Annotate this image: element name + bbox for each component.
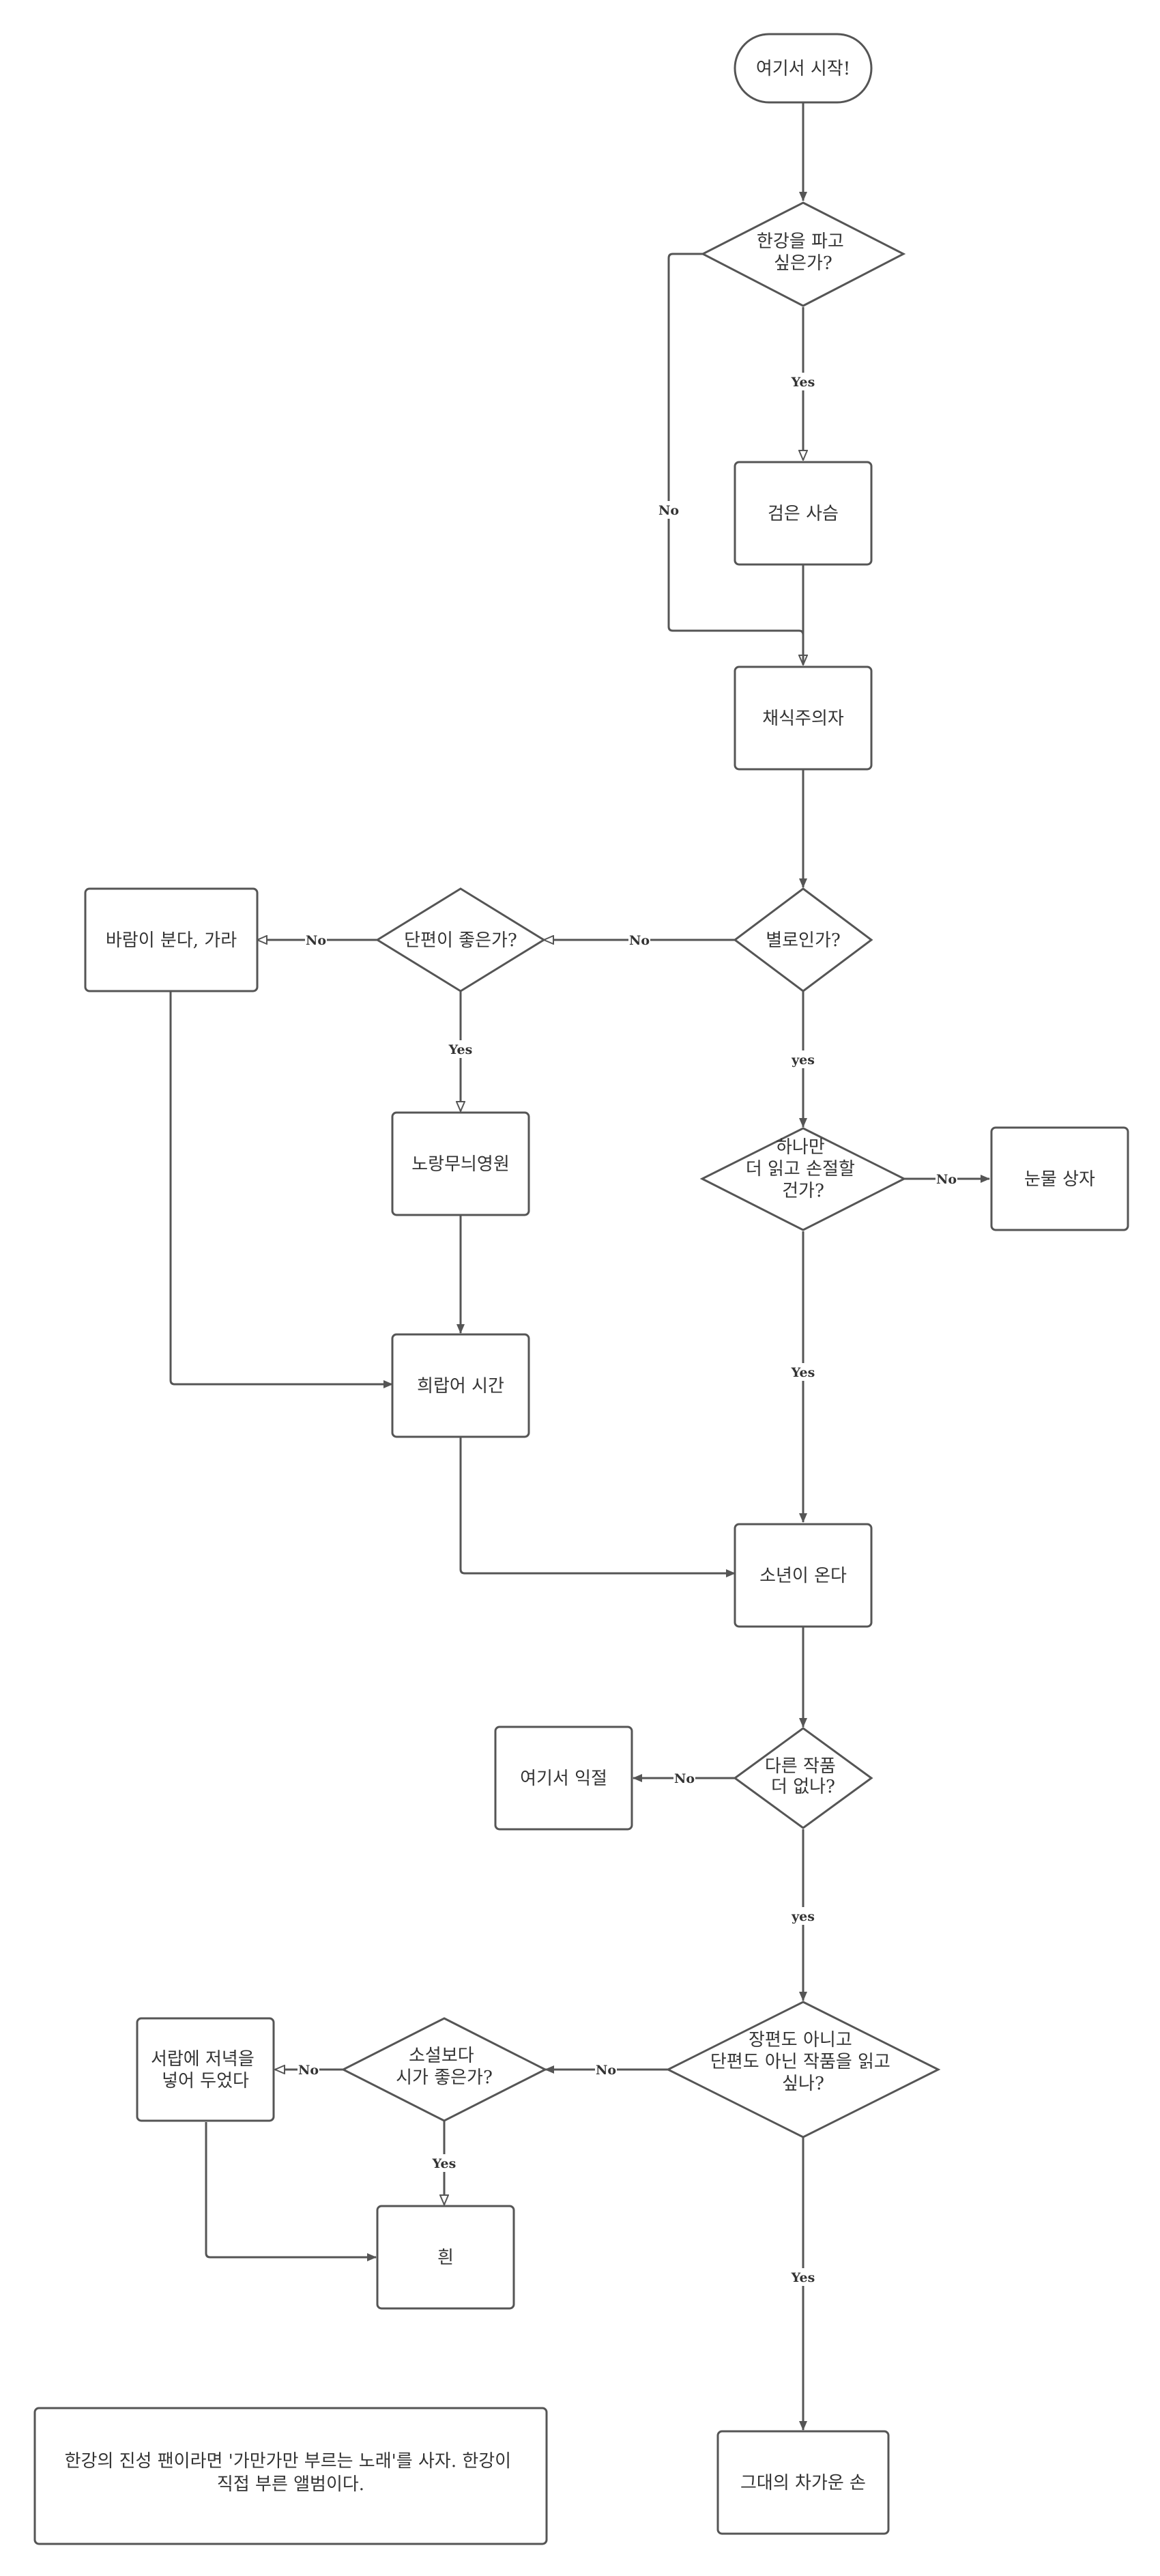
edge-label-q-hangang-no: No (658, 503, 679, 518)
svg-text:검은 사슴: 검은 사슴 (768, 504, 839, 524)
edge-label-q-neither-yes: Yes (791, 2270, 815, 2285)
edge-label-q-hangang-yes: Yes (791, 375, 815, 390)
decision-one-more-then-quit: 하나만 더 읽고 손절할 건가? (699, 1127, 907, 1231)
book-human-acts: 소년이 온다 (734, 1523, 873, 1628)
fan-note: 한강의 진성 팬이라면 '가만가만 부르는 노래'를 사자. 한강이 직접 부른… (33, 2407, 548, 2545)
svg-text:다른 작품 더 없나?: 다른 작품 더 없나? (765, 1756, 841, 1797)
start-node-label: 여기서 시작! (756, 59, 850, 79)
edge-label-q-bad-no: No (629, 933, 650, 948)
book-yellow-pattern-eternity: 노랑무늬영원 (391, 1111, 530, 1216)
svg-text:장편도 아니고 단편도 아닌 작품을 읽고: 장편도 아니고 단편도 아닌 작품을 읽고 싶나? (710, 2030, 896, 2094)
book-the-white-book: 흰 (376, 2205, 515, 2310)
decision-is-it-bad: 별로인가? (733, 887, 873, 992)
svg-text:여기서 시작!: 여기서 시작! (756, 59, 850, 79)
svg-text:한강의 진성 팬이라면 '가만가만 부르는 노래'를 사자.: 한강의 진성 팬이라면 '가만가만 부르는 노래'를 사자. 한강이 직접 부른… (65, 2451, 517, 2495)
book-greek-lessons: 희랍어 시간 (391, 1333, 530, 1438)
svg-text:소설보다 시가 좋은가?: 소설보다 시가 좋은가? (396, 2046, 493, 2088)
end-take-profit-here: 여기서 익절 (494, 1726, 633, 1831)
edge-label-q-no-more-yes: yes (791, 1909, 815, 1924)
edge-label-q-poem-no: No (298, 2063, 319, 2078)
edge-label-q-bad-yes: yes (791, 1053, 815, 1068)
edge-drawer-to-white (205, 2122, 377, 2261)
book-black-deer: 검은 사슴 (734, 461, 873, 566)
edge-q-hangang-no-to-vegetarian (667, 253, 803, 665)
svg-text:서랍에 저녁을 넣어 두었다: 서랍에 저녁을 넣어 두었다 (151, 2049, 260, 2091)
decision-like-short-stories: 단편이 좋은가? (375, 887, 546, 992)
edge-label-q-one-more-yes: Yes (791, 1365, 815, 1380)
edge-labels: Yes No No No Yes yes No Yes No yes No No… (298, 373, 957, 2286)
svg-text:바람이 분다, 가라: 바람이 분다, 가라 (106, 930, 237, 951)
edge-label-q-short-no: No (306, 933, 326, 948)
svg-text:노랑무늬영원: 노랑무늬영원 (411, 1154, 510, 1175)
edge-label-q-neither-no: No (596, 2063, 616, 2078)
book-put-evening-in-drawer: 서랍에 저녁을 넣어 두었다 (136, 2017, 275, 2122)
edge-greek-to-boy (459, 1437, 736, 1577)
svg-text:하나만 더 읽고 손절할 건: 하나만 더 읽고 손절할 건가? (746, 1137, 860, 1201)
edge-label-q-one-more-no: No (936, 1172, 957, 1187)
edge-label-q-no-more-no: No (674, 1771, 695, 1786)
edge-wind-to-greek (169, 992, 393, 1388)
svg-text:채식주의자: 채식주의자 (762, 709, 844, 729)
svg-text:단편이 좋은가?: 단편이 좋은가? (404, 930, 517, 951)
svg-text:소년이 온다: 소년이 온다 (759, 1566, 847, 1586)
decision-want-to-dig-hangang: 한강을 파고 싶은가? (700, 201, 906, 307)
edge-label-q-poem-yes: Yes (432, 2156, 456, 2171)
svg-text:그대의 차가운 손: 그대의 차가운 손 (740, 2473, 866, 2493)
svg-text:눈물 상자: 눈물 상자 (1024, 1169, 1095, 1190)
book-tears-box: 눈물 상자 (990, 1126, 1129, 1231)
book-vegetarian: 채식주의자 (734, 666, 873, 771)
start-node: 여기서 시작! (734, 33, 873, 104)
decision-no-other-works: 다른 작품 더 없나? (733, 1727, 873, 1829)
svg-text:별로인가?: 별로인가? (766, 930, 841, 951)
svg-text:여기서 익절: 여기서 익절 (520, 1769, 607, 1789)
book-your-cold-hand: 그대의 차가운 손 (716, 2430, 890, 2535)
svg-text:흰: 흰 (437, 2248, 454, 2268)
svg-text:한강을 파고 싶은가?: 한강을 파고 싶은가? (757, 231, 850, 274)
edge-label-q-short-yes: Yes (448, 1042, 473, 1057)
decision-neither-novel-nor-short: 장편도 아니고 단편도 아닌 작품을 읽고 싶나? (665, 2001, 941, 2138)
book-wind-blows-go: 바람이 분다, 가라 (84, 887, 259, 992)
decision-prefer-poems: 소설보다 시가 좋은가? (340, 2017, 548, 2122)
svg-text:희랍어 시간: 희랍어 시간 (417, 1376, 504, 1397)
nodes: 여기서 시작! 한강을 파고 싶은가? 검은 사슴 채식주의자 (33, 33, 1129, 2545)
